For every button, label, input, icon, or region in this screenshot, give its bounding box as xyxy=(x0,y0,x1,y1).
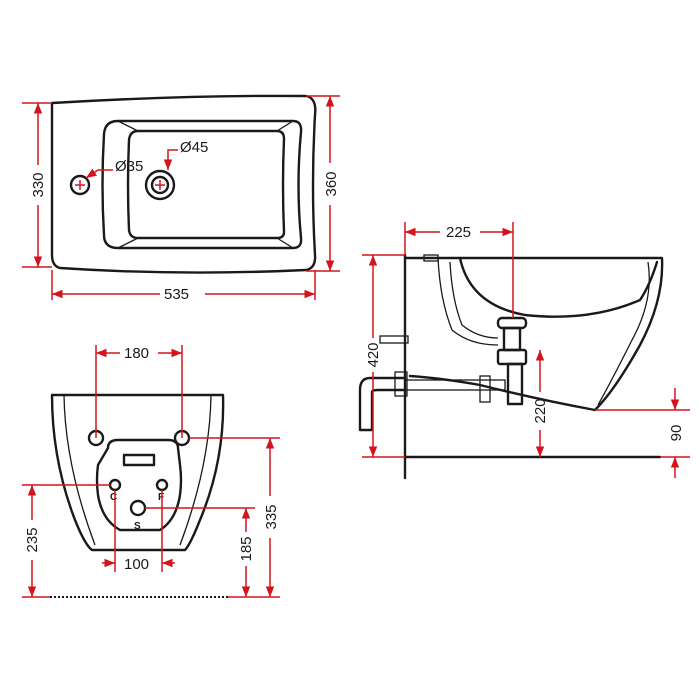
tap-hole-small xyxy=(69,174,91,196)
hot-tag: F xyxy=(158,492,164,503)
drain-trap xyxy=(496,348,528,366)
wall-flange xyxy=(394,371,408,397)
side-view-body xyxy=(403,256,664,412)
fixing-spacing-label: 180 xyxy=(124,345,149,362)
depth-inner-label: 330 xyxy=(30,172,47,197)
side-view-inner-wall-2 xyxy=(449,261,499,339)
bowl-corner-line xyxy=(117,120,139,132)
fixing-height-label: 335 xyxy=(263,504,280,529)
cold-tag: C xyxy=(110,492,117,503)
hole-small-leader xyxy=(85,168,113,179)
inlet-height-label: 235 xyxy=(24,527,41,552)
rear-view-inner-left xyxy=(63,394,96,546)
side-view-inner-wall xyxy=(437,257,499,346)
waste-pipe xyxy=(358,376,407,432)
drain-pipe xyxy=(502,326,522,352)
side-floor-gap-label: 90 xyxy=(668,425,685,442)
top-view: Ø35 Ø45 535 330 360 xyxy=(22,94,340,303)
inlet-spacing-label: 100 xyxy=(124,556,149,573)
hole-large-label: Ø45 xyxy=(180,139,208,156)
rear-view-bracket xyxy=(122,453,156,467)
rear-view-inner-right xyxy=(179,394,212,546)
cold-inlet-hole xyxy=(108,478,122,492)
side-outlet-label: 220 xyxy=(532,398,549,423)
width-label: 535 xyxy=(164,286,189,303)
depth-outer-label: 360 xyxy=(323,171,340,196)
rear-view-recess xyxy=(95,438,183,532)
trap-joint xyxy=(479,375,491,403)
trap-outlet xyxy=(506,362,524,406)
side-height-label: 420 xyxy=(365,342,382,367)
waste-hole xyxy=(129,499,147,517)
side-view: 225 420 220 90 xyxy=(358,222,690,480)
bowl-corner-line xyxy=(276,120,294,132)
rear-view: C F S 180 335 235 185 100 xyxy=(22,345,280,598)
side-depth-label: 225 xyxy=(446,224,471,241)
top-view-outline xyxy=(50,94,317,274)
wall-bracket xyxy=(423,254,439,262)
side-view-rim-edge xyxy=(597,261,650,406)
hole-small-label: Ø35 xyxy=(115,158,143,175)
bowl-corner-line xyxy=(117,237,139,249)
hole-large-leader xyxy=(163,149,178,170)
side-view-rim-inner xyxy=(458,256,659,318)
hot-inlet-hole xyxy=(155,478,169,492)
rear-view-outline xyxy=(50,393,225,552)
outlet-height-label: 185 xyxy=(238,536,255,561)
drain-hole-inner xyxy=(150,175,170,195)
drain-plug xyxy=(496,316,528,330)
supply-inlet xyxy=(379,335,409,344)
waste-tag: S xyxy=(134,521,141,532)
bowl-corner-line xyxy=(276,237,294,249)
drain-hole-outer xyxy=(144,169,176,201)
trap-horizontal xyxy=(404,379,506,391)
